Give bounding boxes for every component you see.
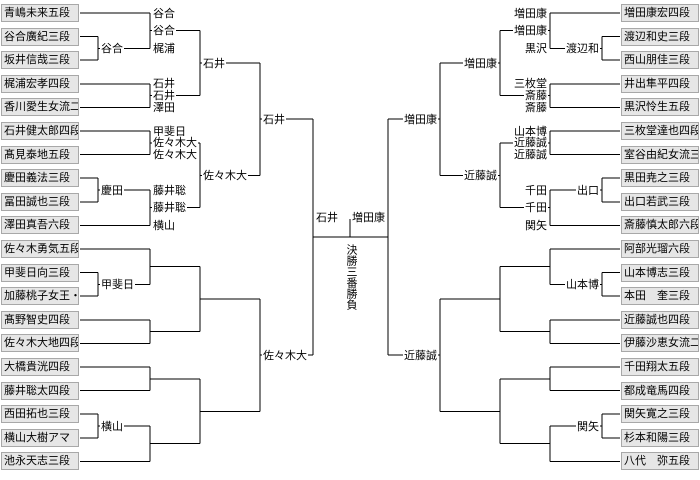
left-player-box: 髙野智史四段 <box>1 310 79 329</box>
left-player-box: 佐々木勇気五段 <box>1 240 79 258</box>
right-r1-winner-label: 近藤誠 <box>513 148 548 162</box>
right-player-box: 黒沢怜生五段 <box>621 98 699 117</box>
right-player-box: 千田翔太五段 <box>621 358 699 376</box>
left-r0-winner-label: 甲斐日 <box>100 277 135 291</box>
right-player-box: 三枚堂達也四段 <box>621 122 699 140</box>
left-r2-winner-label: 藤井聡 <box>152 201 187 215</box>
right-r0-winner-label: 渡辺和 <box>565 41 600 55</box>
left-player-box: 青嶋未来五段 <box>1 4 79 22</box>
left-player-box: 佐々木大地四段 <box>1 334 79 353</box>
left-player-box: 加藤桃子女王・女流王座 <box>1 287 79 306</box>
right-r1-winner-label: 斎藤 <box>524 100 548 114</box>
right-finalist-label: 増田康 <box>351 210 386 224</box>
left-player-box: 藤井聡太四段 <box>1 381 79 400</box>
left-player-box: 横山大樹アマ <box>1 428 79 447</box>
right-player-box: 渡辺和史三段 <box>621 27 699 46</box>
left-player-box: 髙見泰地五段 <box>1 145 79 164</box>
right-player-box: 西山朋佳三段 <box>621 51 699 70</box>
left-player-box: 大橋貴洸四段 <box>1 358 79 376</box>
right-r3-winner-label: 近藤誠 <box>403 348 438 362</box>
left-r2-winner-label: 石井 <box>152 89 176 103</box>
right-r3-winner-label: 増田康 <box>403 112 438 126</box>
left-r1-winner-label: 谷合 <box>152 6 176 20</box>
left-r1-winner-label: 横山 <box>152 218 176 232</box>
right-player-box: 杉本和陽三段 <box>621 428 699 447</box>
left-r3-winner-label: 石井 <box>202 56 226 70</box>
left-player-box: 梶浦宏孝四段 <box>1 74 79 93</box>
left-r3-winner-label: 佐々木大 <box>202 168 248 182</box>
right-r0-winner-label: 関矢 <box>576 419 600 433</box>
left-player-box: 澤田真吾六段 <box>1 216 79 235</box>
right-player-box: 出口若武三段 <box>621 192 699 211</box>
right-player-box: 本田 奎三段 <box>621 287 699 306</box>
right-player-box: 伊藤沙恵女流二段 <box>621 334 699 353</box>
left-r1-winner-label: 甲斐日 <box>152 124 187 138</box>
right-r3-winner-label: 増田康 <box>463 56 498 70</box>
left-player-box: 石井健太郎四段 <box>1 122 79 140</box>
right-r2-winner-label: 千田 <box>524 201 548 215</box>
left-r2-winner-label: 谷合 <box>152 24 176 38</box>
right-player-box: 山本博志三段 <box>621 263 699 282</box>
final-match-title: 決勝三番勝負 <box>344 244 358 310</box>
right-r2-winner-label: 近藤誠 <box>513 136 548 150</box>
right-r3-winner-label: 近藤誠 <box>463 168 498 182</box>
right-r0-winner-label: 山本博 <box>565 277 600 291</box>
left-r0-winner-label: 谷合 <box>100 41 124 55</box>
left-player-box: 慶田義法三段 <box>1 169 79 188</box>
left-player-box: 西田拓也三段 <box>1 405 79 424</box>
right-r1-winner-label: 関矢 <box>524 218 548 232</box>
left-r3-winner-label: 石井 <box>262 112 286 126</box>
right-player-box: 井出隼平四段 <box>621 74 699 93</box>
right-player-box: 都成竜馬四段 <box>621 381 699 400</box>
right-player-box: 関矢寛之三段 <box>621 405 699 424</box>
left-r0-winner-label: 横山 <box>100 419 124 433</box>
left-player-box: 池永天志三段 <box>1 452 79 471</box>
right-player-box: 阿部光瑠六段 <box>621 240 699 258</box>
right-r2-winner-label: 斎藤 <box>524 89 548 103</box>
left-r1-winner-label: 梶浦 <box>152 41 176 55</box>
left-r0-winner-label: 慶田 <box>100 183 124 197</box>
right-r1-winner-label: 山本博 <box>513 124 548 138</box>
right-r1-winner-label: 三枚堂 <box>513 77 548 91</box>
left-player-box: 谷合廣紀三段 <box>1 27 79 46</box>
right-player-box: 黒田尭之三段 <box>621 169 699 188</box>
right-r1-winner-label: 黒沢 <box>524 41 548 55</box>
left-player-box: 香川愛生女流二段 <box>1 98 79 117</box>
right-player-box: 増田康宏四段 <box>621 4 699 22</box>
right-r0-winner-label: 出口 <box>576 183 600 197</box>
right-player-box: 八代 弥五段 <box>621 452 699 471</box>
left-player-box: 冨田誠也三段 <box>1 192 79 211</box>
left-r2-winner-label: 佐々木大 <box>152 136 198 150</box>
left-r1-winner-label: 石井 <box>152 77 176 91</box>
left-r1-winner-label: 藤井聡 <box>152 183 187 197</box>
left-player-box: 坂井信哉三段 <box>1 51 79 70</box>
left-r3-winner-label: 佐々木大 <box>262 348 308 362</box>
left-r1-winner-label: 澤田 <box>152 100 176 114</box>
left-finalist-label: 石井 <box>315 210 339 224</box>
right-r2-winner-label: 増田康 <box>513 24 548 38</box>
right-player-box: 斎藤慎太郎六段 <box>621 216 699 235</box>
right-r1-winner-label: 増田康 <box>513 6 548 20</box>
left-player-box: 甲斐日向三段 <box>1 263 79 282</box>
right-player-box: 室谷由紀女流三段 <box>621 145 699 164</box>
right-r1-winner-label: 千田 <box>524 183 548 197</box>
right-player-box: 近藤誠也四段 <box>621 310 699 329</box>
left-r1-winner-label: 佐々木大 <box>152 148 198 162</box>
